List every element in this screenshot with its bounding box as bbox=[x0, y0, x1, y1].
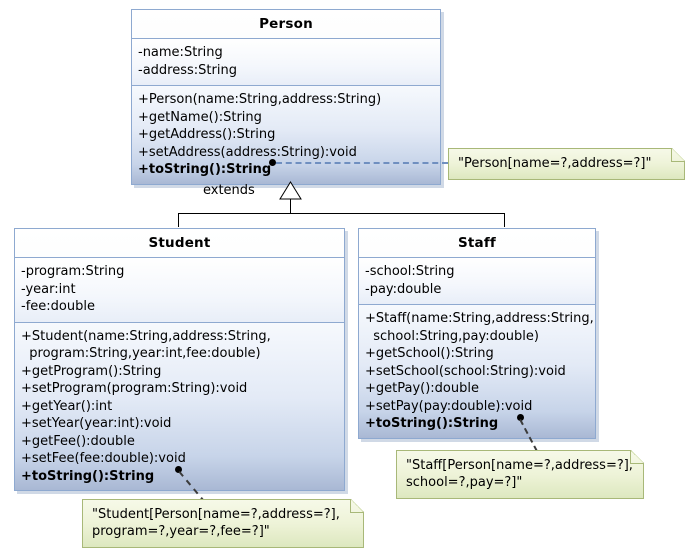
method-line: +getProgram():String bbox=[21, 363, 162, 379]
methods-compartment-staff: +Staff(name:String,address:String, schoo… bbox=[359, 305, 595, 438]
note-line: "Student[Person[name=?,address=?], bbox=[92, 507, 340, 522]
note-line: school=?,pay=?]" bbox=[406, 475, 523, 490]
class-box-person[interactable]: Person -name:String -address:String +Per… bbox=[131, 9, 441, 185]
generalization-branch-student bbox=[178, 213, 179, 227]
note-anchor-dot-person bbox=[269, 159, 276, 166]
attribute-line: -address:String bbox=[138, 62, 237, 78]
methods-compartment-student: +Student(name:String,address:String, pro… bbox=[15, 322, 344, 490]
method-line: +setPay(pay:double):void bbox=[365, 398, 533, 414]
note-anchor-dot-student bbox=[175, 466, 182, 473]
method-line-continued: school:String,pay:double) bbox=[365, 328, 539, 344]
method-line: +setProgram(program:String):void bbox=[21, 381, 248, 396]
generalization-crossbar bbox=[178, 213, 505, 214]
class-name-staff: Staff bbox=[359, 229, 595, 258]
method-line: +setYear(year:int):void bbox=[21, 416, 172, 431]
attribute-line: -year:int bbox=[21, 281, 76, 297]
attributes-compartment-person: -name:String -address:String bbox=[132, 39, 440, 86]
attributes-compartment-student: -program:String -year:int -fee:double bbox=[15, 258, 344, 323]
generalization-branch-staff bbox=[504, 213, 505, 227]
note-line: program=?,year=?,fee=?]" bbox=[92, 524, 270, 539]
note-line: "Person[name=?,address=?]" bbox=[458, 156, 652, 171]
class-name-student: Student bbox=[15, 229, 344, 258]
method-line-continued: program:String,year:int,fee:double) bbox=[21, 346, 261, 361]
note-fold-corner-icon bbox=[630, 451, 643, 464]
method-line: +getYear():int bbox=[21, 398, 113, 414]
note-link-person bbox=[276, 162, 448, 164]
method-line-tostring: +toString():String bbox=[365, 416, 499, 431]
attribute-line: -pay:double bbox=[365, 281, 442, 297]
method-line: +getName():String bbox=[138, 109, 262, 125]
generalization-triangle-icon bbox=[279, 181, 302, 200]
note-person-tostring: "Person[name=?,address=?]" bbox=[448, 148, 685, 180]
attribute-line: -school:String bbox=[365, 264, 455, 279]
relationship-label-extends: extends bbox=[203, 183, 255, 198]
method-line: +setAddress(address:String):void bbox=[138, 144, 357, 160]
note-anchor-dot-staff bbox=[517, 414, 524, 421]
attribute-line: -name:String bbox=[138, 45, 223, 60]
method-line: +getFee():double bbox=[21, 433, 135, 449]
class-box-student[interactable]: Student -program:String -year:int -fee:d… bbox=[14, 228, 345, 491]
method-line: +Student(name:String,address:String, bbox=[21, 328, 271, 344]
generalization-stem bbox=[290, 199, 291, 213]
method-line: +getPay():double bbox=[365, 381, 479, 396]
attribute-line: -fee:double bbox=[21, 299, 95, 314]
note-fold-corner-icon bbox=[671, 149, 684, 162]
class-box-staff[interactable]: Staff -school:String -pay:double +Staff(… bbox=[358, 228, 596, 439]
method-line: +Staff(name:String,address:String, bbox=[365, 311, 594, 326]
class-name-person: Person bbox=[132, 10, 440, 39]
method-line-tostring: +toString():String bbox=[21, 468, 155, 484]
method-line: +Person(name:String,address:String) bbox=[138, 92, 382, 107]
attribute-line: -program:String bbox=[21, 264, 125, 279]
note-student-tostring: "Student[Person[name=?,address=?], progr… bbox=[82, 499, 364, 548]
methods-compartment-person: +Person(name:String,address:String) +get… bbox=[132, 86, 440, 184]
note-line: "Staff[Person[name=?,address=?], bbox=[406, 458, 633, 473]
attributes-compartment-staff: -school:String -pay:double bbox=[359, 258, 595, 305]
method-line: +getSchool():String bbox=[365, 346, 494, 361]
method-line: +setFee(fee:double):void bbox=[21, 451, 186, 466]
method-line: +getAddress():String bbox=[138, 127, 276, 142]
method-line: +setSchool(school:String):void bbox=[365, 363, 566, 379]
note-staff-tostring: "Staff[Person[name=?,address=?], school=… bbox=[396, 450, 644, 499]
method-line-tostring: +toString():String bbox=[138, 162, 272, 177]
note-fold-corner-icon bbox=[350, 500, 363, 513]
